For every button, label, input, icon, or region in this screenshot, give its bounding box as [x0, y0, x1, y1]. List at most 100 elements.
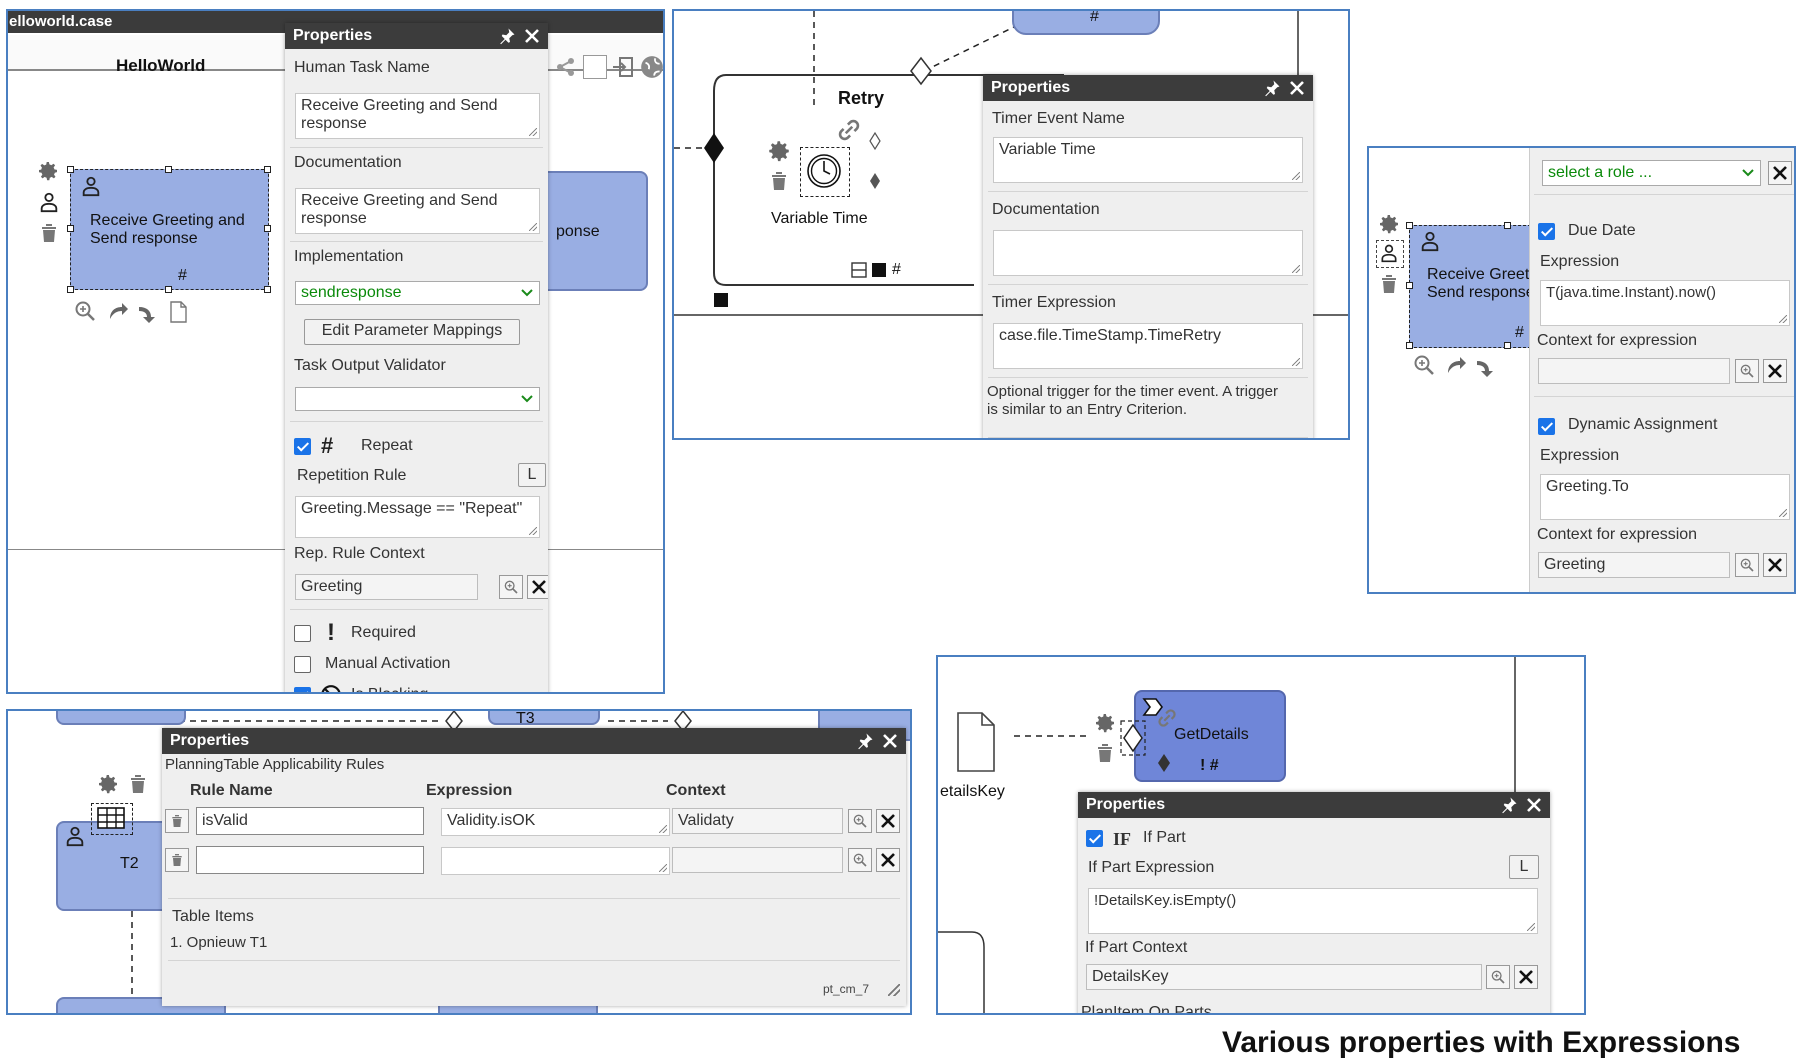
selection-handle[interactable] — [165, 166, 172, 173]
selection-handle[interactable] — [264, 225, 271, 232]
connector-arrow-icon[interactable] — [106, 299, 130, 323]
close-icon[interactable] — [882, 733, 898, 749]
dynamic-assignment-checkbox[interactable] — [1538, 418, 1555, 435]
planning-table-selection[interactable] — [91, 803, 133, 835]
pin-icon[interactable] — [856, 732, 874, 750]
role-clear-button[interactable] — [1768, 161, 1792, 185]
close-icon[interactable] — [1526, 797, 1542, 813]
rule-context-browse-button[interactable] — [848, 809, 872, 833]
close-icon[interactable] — [1289, 80, 1305, 96]
task-getdetails[interactable] — [1134, 690, 1286, 782]
connector-arrow-icon[interactable] — [1444, 353, 1468, 377]
manual-activation-checkbox[interactable] — [294, 656, 311, 673]
timer-event-name-field[interactable]: Variable Time — [993, 137, 1303, 183]
selection-handle[interactable] — [67, 225, 74, 232]
if-part-context-clear-button[interactable] — [1514, 965, 1538, 989]
zoom-icon[interactable] — [1412, 353, 1436, 377]
selection-handle[interactable] — [264, 166, 271, 173]
selection-handle[interactable] — [1504, 342, 1511, 349]
trash-icon[interactable] — [37, 221, 61, 245]
toolbar-share-icon[interactable] — [554, 55, 578, 79]
gear-icon[interactable] — [1093, 711, 1117, 735]
dynamic-assignment-context-browse-button[interactable] — [1735, 553, 1759, 577]
timer-clock-icon[interactable] — [806, 153, 842, 189]
zoom-icon[interactable] — [73, 299, 97, 323]
rule-context-clear-button[interactable] — [876, 848, 900, 872]
task-top-left[interactable] — [56, 711, 186, 725]
curved-arrow-icon[interactable] — [1474, 355, 1498, 379]
if-part-expression-field[interactable]: !DetailsKey.isEmpty() — [1088, 888, 1538, 934]
selection-handle[interactable] — [67, 166, 74, 173]
rule-expression-input[interactable] — [441, 847, 670, 875]
timer-expression-field[interactable]: case.file.TimeStamp.TimeRetry — [993, 323, 1303, 369]
dynamic-assignment-expression-field[interactable]: Greeting.To — [1540, 474, 1790, 520]
rule-name-input[interactable] — [196, 846, 424, 874]
gear-icon[interactable] — [766, 138, 792, 164]
planning-table-icon[interactable] — [97, 807, 125, 829]
edit-parameter-mappings-button[interactable]: Edit Parameter Mappings — [304, 319, 520, 345]
pin-icon[interactable] — [1263, 79, 1281, 97]
required-checkbox[interactable] — [294, 625, 311, 642]
selection-handle[interactable] — [264, 286, 271, 293]
selection-handle[interactable] — [165, 286, 172, 293]
link-icon[interactable] — [836, 117, 862, 143]
selection-handle[interactable] — [1504, 222, 1511, 229]
rule-context-field[interactable]: Validaty — [672, 808, 843, 834]
table-item[interactable]: 1. Opnieuw T1 — [170, 934, 268, 951]
task-receive-greeting[interactable] — [1409, 225, 1531, 348]
rule-row-delete-button[interactable] — [165, 848, 189, 872]
due-date-checkbox[interactable] — [1538, 223, 1555, 240]
person-icon[interactable] — [1379, 243, 1399, 263]
due-date-context-field[interactable] — [1538, 358, 1730, 384]
gear-icon[interactable] — [1377, 212, 1401, 236]
toolbar-blank-icon[interactable] — [583, 55, 607, 79]
task-t3[interactable] — [488, 711, 600, 725]
rep-rule-context-clear-button[interactable] — [527, 575, 548, 599]
document-icon[interactable] — [166, 299, 190, 325]
rule-expression-input[interactable]: Validity.isOK — [441, 808, 670, 836]
trash-icon[interactable] — [1377, 272, 1401, 296]
implementation-select[interactable]: sendresponse — [295, 281, 540, 305]
if-part-checkbox[interactable] — [1086, 830, 1103, 847]
selection-handle[interactable] — [67, 286, 74, 293]
selection-handle[interactable] — [1406, 222, 1413, 229]
documentation-field[interactable] — [993, 230, 1303, 276]
gear-icon[interactable] — [96, 772, 120, 796]
toolbar-exit-icon[interactable] — [611, 55, 635, 79]
if-part-context-field[interactable]: DetailsKey — [1086, 964, 1482, 990]
dynamic-assignment-context-clear-button[interactable] — [1763, 553, 1787, 577]
repetition-rule-language-button[interactable]: L — [518, 463, 546, 487]
rule-context-field[interactable] — [672, 847, 843, 873]
trash-icon[interactable] — [767, 169, 791, 193]
rule-row-delete-button[interactable] — [165, 809, 189, 833]
due-date-context-browse-button[interactable] — [1735, 359, 1759, 383]
repetition-rule-field[interactable]: Greeting.Message == "Repeat" — [295, 496, 540, 538]
human-task-name-field[interactable]: Receive Greeting and Send response — [295, 93, 540, 139]
task-top[interactable] — [1012, 11, 1160, 35]
if-part-context-browse-button[interactable] — [1486, 965, 1510, 989]
resize-grip[interactable] — [888, 984, 900, 996]
curved-arrow-icon[interactable] — [136, 301, 160, 325]
rule-name-input[interactable]: isValid — [196, 807, 424, 835]
is-blocking-checkbox[interactable] — [294, 687, 311, 692]
rule-context-clear-button[interactable] — [876, 809, 900, 833]
close-icon[interactable] — [524, 28, 540, 44]
role-select[interactable]: select a role ... — [1542, 160, 1761, 186]
gear-icon[interactable] — [36, 159, 60, 183]
trash-icon[interactable] — [126, 772, 150, 796]
person-icon[interactable] — [38, 191, 60, 213]
selection-handle[interactable] — [1406, 342, 1413, 349]
repeat-checkbox[interactable] — [294, 438, 311, 455]
task-receive-greeting[interactable] — [70, 169, 269, 290]
toolbar-globe-icon[interactable] — [639, 54, 665, 80]
rule-context-browse-button[interactable] — [848, 848, 872, 872]
due-date-expression-field[interactable]: T(java.time.Instant).now() — [1540, 280, 1790, 326]
rep-rule-context-browse-button[interactable] — [499, 575, 523, 599]
selection-handle[interactable] — [1406, 282, 1413, 289]
task-output-validator-select[interactable] — [295, 387, 540, 411]
due-date-context-clear-button[interactable] — [1763, 359, 1787, 383]
entry-criterion-icon[interactable] — [1118, 713, 1148, 761]
if-part-language-button[interactable]: L — [1509, 855, 1539, 879]
documentation-field[interactable]: Receive Greeting and Send response — [295, 188, 540, 234]
pin-icon[interactable] — [498, 27, 516, 45]
